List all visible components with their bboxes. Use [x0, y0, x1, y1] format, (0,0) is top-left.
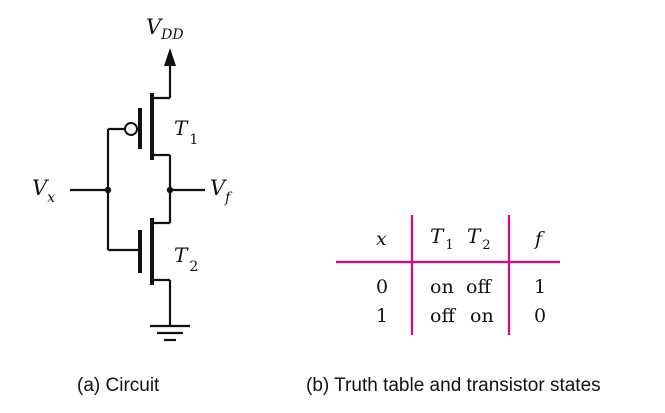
row-0-t1: on: [430, 276, 454, 298]
table-row: 0 on off 1: [376, 276, 546, 298]
row-1-t1: off: [430, 305, 456, 327]
row-0-x: 0: [376, 276, 388, 298]
vdd-label: VDD: [146, 15, 184, 43]
input-node-dot: [104, 186, 112, 194]
table-header-f: f: [533, 228, 545, 250]
row-1-t2: on: [470, 305, 494, 327]
vx-label: Vx: [32, 176, 55, 206]
row-1-f: 0: [534, 305, 546, 327]
row-0-t2: off: [466, 276, 492, 298]
vdd-arrow-head: [164, 48, 176, 66]
t1-bubble: [124, 122, 138, 136]
vf-label: Vf: [210, 176, 233, 206]
row-1-x: 1: [376, 305, 388, 327]
caption-circuit: (a) Circuit: [77, 375, 160, 396]
caption-table: (b) Truth table and transistor states: [306, 375, 601, 396]
row-0-f: 1: [534, 276, 546, 298]
table-row: 1 off on 0: [376, 305, 546, 327]
ground-symbol: [150, 324, 190, 342]
table-header-x: x: [376, 228, 387, 250]
